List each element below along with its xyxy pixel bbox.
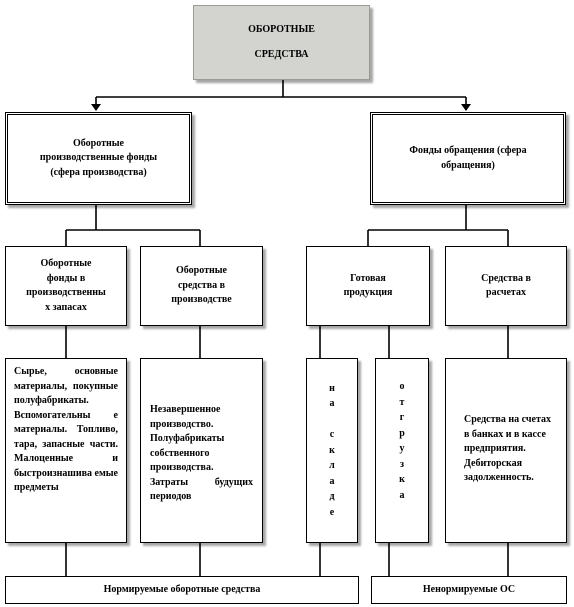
in-warehouse-letter: е — [329, 506, 335, 518]
shipped-letter: г — [399, 412, 405, 423]
shipped-letter: к — [399, 474, 405, 485]
not-normed-assets-label: Ненормируемые ОС — [422, 583, 516, 595]
in-warehouse-letter: к — [329, 444, 335, 456]
shipped-letter: у — [399, 443, 405, 454]
circulation-funds-label: Фонды обращения (сфера обращения) — [409, 145, 527, 171]
in-warehouse-letter: с — [329, 429, 335, 441]
shipped-letter: т — [399, 396, 405, 408]
circulation-funds-box: Фонды обращения (сфера обращения) — [370, 112, 566, 205]
current-assets-title-line2: СРЕДСТВА — [254, 48, 309, 60]
in-warehouse-letter: л — [329, 460, 335, 472]
in-production-label: Оборотные средства в производстве — [171, 265, 232, 306]
inventory-details-box: Сырье, основные материалы, покупные полу… — [5, 358, 127, 543]
finished-goods-box: Готовая продукция — [306, 246, 430, 326]
in-warehouse-letter — [331, 412, 334, 428]
in-warehouse-letter: а — [329, 398, 335, 410]
inventory-details-text: Сырье, основные материалы, покупные полу… — [14, 366, 118, 493]
shipped-letter: р — [399, 427, 405, 439]
in-warehouse-letter: д — [329, 491, 335, 503]
settlements-details-text: Средства на счетах в банках и в кассе пр… — [464, 414, 552, 483]
production-funds-box: Оборотные производственные фонды (сфера … — [5, 112, 192, 205]
settlements-details-box: Средства на счетах в банках и в кассе пр… — [445, 358, 567, 543]
production-details-text: Незавершенное производство. Полуфабрикат… — [150, 404, 253, 502]
in-warehouse-letter: н — [329, 382, 335, 394]
settlements-label: Средства в расчетах — [481, 272, 531, 299]
inventory-funds-box: Оборотные фонды в производственны х запа… — [5, 246, 127, 326]
settlements-box: Средства в расчетах — [445, 246, 567, 326]
normed-assets-box: Нормируемые оборотные средства — [5, 576, 359, 604]
shipped-letter: з — [399, 458, 404, 470]
in-warehouse-letter: а — [329, 475, 335, 487]
normed-assets-label: Нормируемые оборотные средства — [103, 583, 261, 595]
current-assets-box: ОБОРОТНЫЕ СРЕДСТВА — [193, 5, 370, 80]
current-assets-title-line1: ОБОРОТНЫЕ — [248, 24, 315, 35]
finished-goods-label: Готовая продукция — [343, 272, 393, 299]
shipped-letter: о — [399, 381, 405, 392]
inventory-funds-label: Оборотные фонды в производственны х запа… — [26, 258, 106, 313]
production-details-box: Незавершенное производство. Полуфабрикат… — [140, 358, 263, 543]
production-funds-label: Оборотные производственные фонды (сфера … — [39, 137, 158, 178]
in-production-box: Оборотные средства в производстве — [140, 246, 263, 326]
shipped-letter: а — [399, 489, 405, 501]
not-normed-assets-box: Ненормируемые ОС — [371, 576, 567, 604]
